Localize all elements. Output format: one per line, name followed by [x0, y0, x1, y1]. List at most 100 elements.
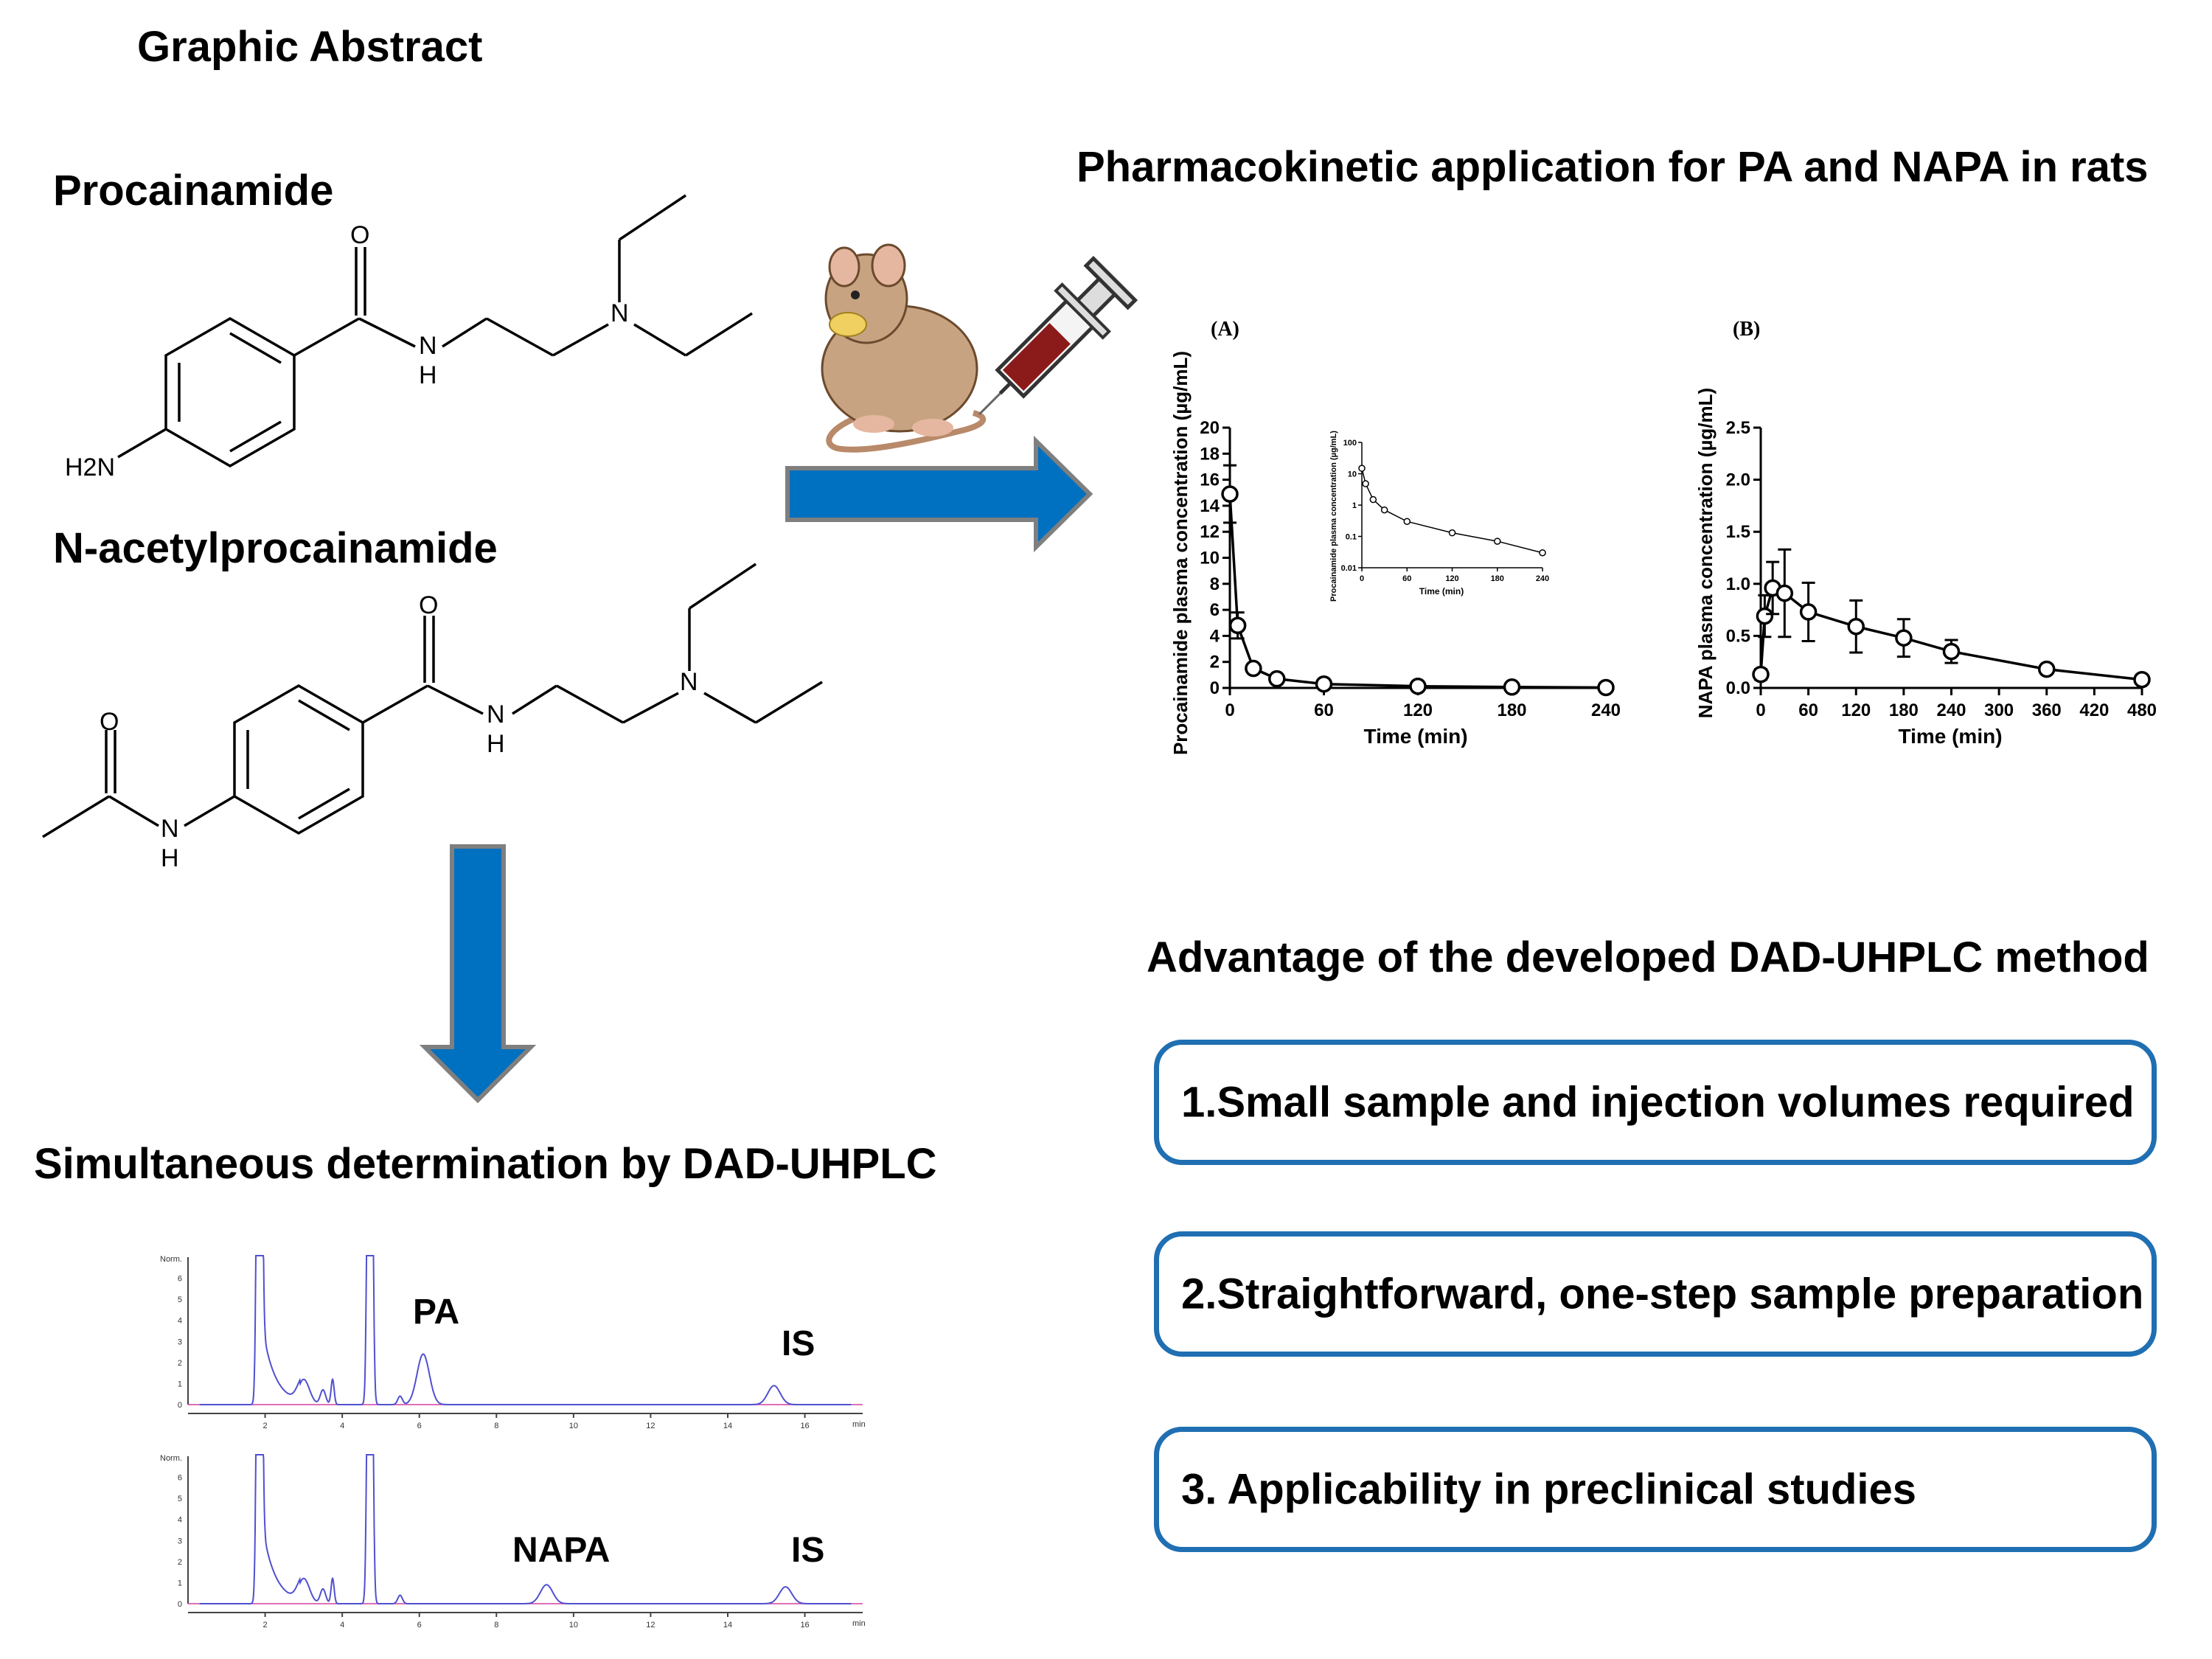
chrom-y-tick-label: 0 — [178, 1401, 182, 1410]
chrom-x-tick-label: 4 — [340, 1422, 344, 1430]
chrom-y-label: Norm. — [160, 1255, 182, 1264]
data-point — [1228, 616, 1247, 635]
inset-series-line — [1361, 467, 1543, 554]
inset-y-tick-label: 10 — [1348, 470, 1357, 479]
y-tick-label: 10 — [1200, 549, 1220, 568]
x-tick-label: 0 — [1225, 700, 1234, 720]
inset-x-tick-label: 60 — [1402, 574, 1411, 583]
atom-n-amide: N — [419, 332, 437, 360]
inset-x-tick-label: 180 — [1491, 574, 1504, 583]
y-tick-label: 0.5 — [1726, 626, 1750, 646]
x-tick-label: 120 — [1403, 700, 1433, 720]
inset-data-point — [1362, 480, 1369, 487]
x-tick-label: 420 — [2079, 700, 2109, 720]
syringe-icon — [978, 255, 1138, 415]
chrom-x-tick-label: 16 — [800, 1621, 809, 1630]
panel-label-a: (A) — [1211, 318, 1239, 341]
adv-section-title: Advantage of the developed DAD-UHPLC met… — [1147, 933, 2149, 981]
x-tick-label: 120 — [1841, 700, 1871, 720]
chrom-x-tick-label: 14 — [723, 1422, 732, 1430]
chrom-y-tick-label: 1 — [178, 1380, 182, 1388]
y-tick-label: 8 — [1210, 574, 1220, 594]
inset-data-point — [1448, 529, 1456, 537]
chrom-y-tick-label: 1 — [178, 1579, 182, 1587]
atom-o-acetyl: O — [100, 708, 119, 736]
inset-data-point — [1369, 495, 1377, 504]
inset-data-point — [1494, 538, 1501, 545]
chrom-y-tick-label: 4 — [178, 1516, 182, 1525]
chrom-x-unit: min — [852, 1619, 866, 1628]
peak-label-is-1: IS — [782, 1324, 815, 1363]
y-tick-label: 0.0 — [1726, 678, 1750, 698]
y-tick-label: 16 — [1200, 470, 1220, 490]
chrom-y-tick-label: 3 — [178, 1338, 182, 1346]
data-point — [1597, 678, 1615, 697]
y-tick-label: 6 — [1210, 600, 1220, 620]
chrom-x-tick-label: 16 — [800, 1422, 809, 1430]
x-tick-label: 180 — [1889, 700, 1919, 720]
data-point — [1245, 659, 1262, 678]
y-tick-label: 1.5 — [1726, 522, 1750, 542]
chrom-x-tick-label: 4 — [340, 1621, 344, 1630]
x-tick-label: 240 — [1936, 700, 1966, 720]
data-point — [1503, 678, 1521, 696]
advantage-box-1: 1.Small sample and injection volumes req… — [1154, 1040, 2157, 1165]
data-point — [1315, 675, 1333, 693]
peak-label-pa: PA — [413, 1293, 459, 1332]
data-point — [1221, 485, 1239, 503]
chrom-y-tick-label: 5 — [178, 1495, 182, 1503]
chart-a-ylabel: Procainamide plasma concentration (µg/mL… — [1169, 351, 1192, 755]
inset-x-tick-label: 240 — [1536, 574, 1549, 583]
atom-o-amide: O — [419, 591, 438, 619]
atom-n-amine: N — [680, 668, 698, 696]
chrom-x-tick-label: 10 — [569, 1621, 578, 1630]
chrom-y-label: Norm. — [160, 1454, 182, 1463]
chrom-x-unit: min — [852, 1420, 866, 1429]
chrom-x-tick-label: 14 — [723, 1621, 732, 1630]
chrom-y-tick-label: 6 — [178, 1474, 182, 1483]
advantage-text-2: 2.Straightforward, one-step sample prepa… — [1181, 1270, 2144, 1318]
chrom-trace — [199, 1255, 852, 1405]
chart-a-xlabel: Time (min) — [1363, 725, 1467, 748]
page-title: Graphic Abstract — [137, 23, 483, 71]
inset-x-tick-label: 120 — [1445, 574, 1458, 583]
inset-ylabel: Procainamide plasma concentration (µg/mL… — [1329, 431, 1338, 602]
y-tick-label: 18 — [1200, 444, 1220, 464]
inset-y-tick-label: 0.01 — [1341, 564, 1357, 573]
inset-y-tick-label: 100 — [1343, 439, 1357, 448]
arrow-right — [785, 435, 1093, 553]
y-tick-label: 20 — [1200, 418, 1220, 438]
inset-data-point — [1380, 506, 1388, 514]
inset-y-tick-label: 0.1 — [1346, 533, 1357, 542]
panel-label-b: (B) — [1733, 318, 1760, 341]
peak-label-is-2: IS — [791, 1531, 824, 1570]
data-point — [1756, 607, 1774, 625]
x-tick-label: 0 — [1756, 700, 1765, 720]
chrom-y-tick-label: 5 — [178, 1295, 182, 1304]
chrom-y-tick-label: 4 — [178, 1317, 182, 1326]
inset-y-tick-label: 1 — [1352, 501, 1357, 510]
data-point — [2133, 670, 2151, 689]
y-tick-label: 2 — [1210, 653, 1220, 672]
chrom-x-tick-label: 10 — [569, 1422, 578, 1430]
atom-n-acetamide: N — [161, 815, 179, 843]
sim-section-title: Simultaneous determination by DAD-UHPLC — [34, 1140, 937, 1188]
data-point — [1268, 669, 1286, 688]
data-point — [2038, 660, 2056, 678]
inset-data-point — [1358, 465, 1366, 472]
series-line — [1228, 493, 1607, 689]
procainamide-atoms: O N H N H2N — [65, 221, 629, 481]
y-tick-label: 0 — [1210, 678, 1220, 698]
chart-b-xlabel: Time (min) — [1898, 725, 2002, 748]
y-tick-label: 2.0 — [1726, 470, 1750, 490]
chrom-y-tick-label: 0 — [178, 1600, 182, 1609]
procainamide-label: Procainamide — [53, 167, 334, 215]
chrom-x-tick-label: 6 — [417, 1422, 422, 1430]
x-tick-label: 60 — [1798, 700, 1818, 720]
x-tick-label: 180 — [1497, 700, 1526, 720]
chrom-trace — [199, 1454, 852, 1604]
